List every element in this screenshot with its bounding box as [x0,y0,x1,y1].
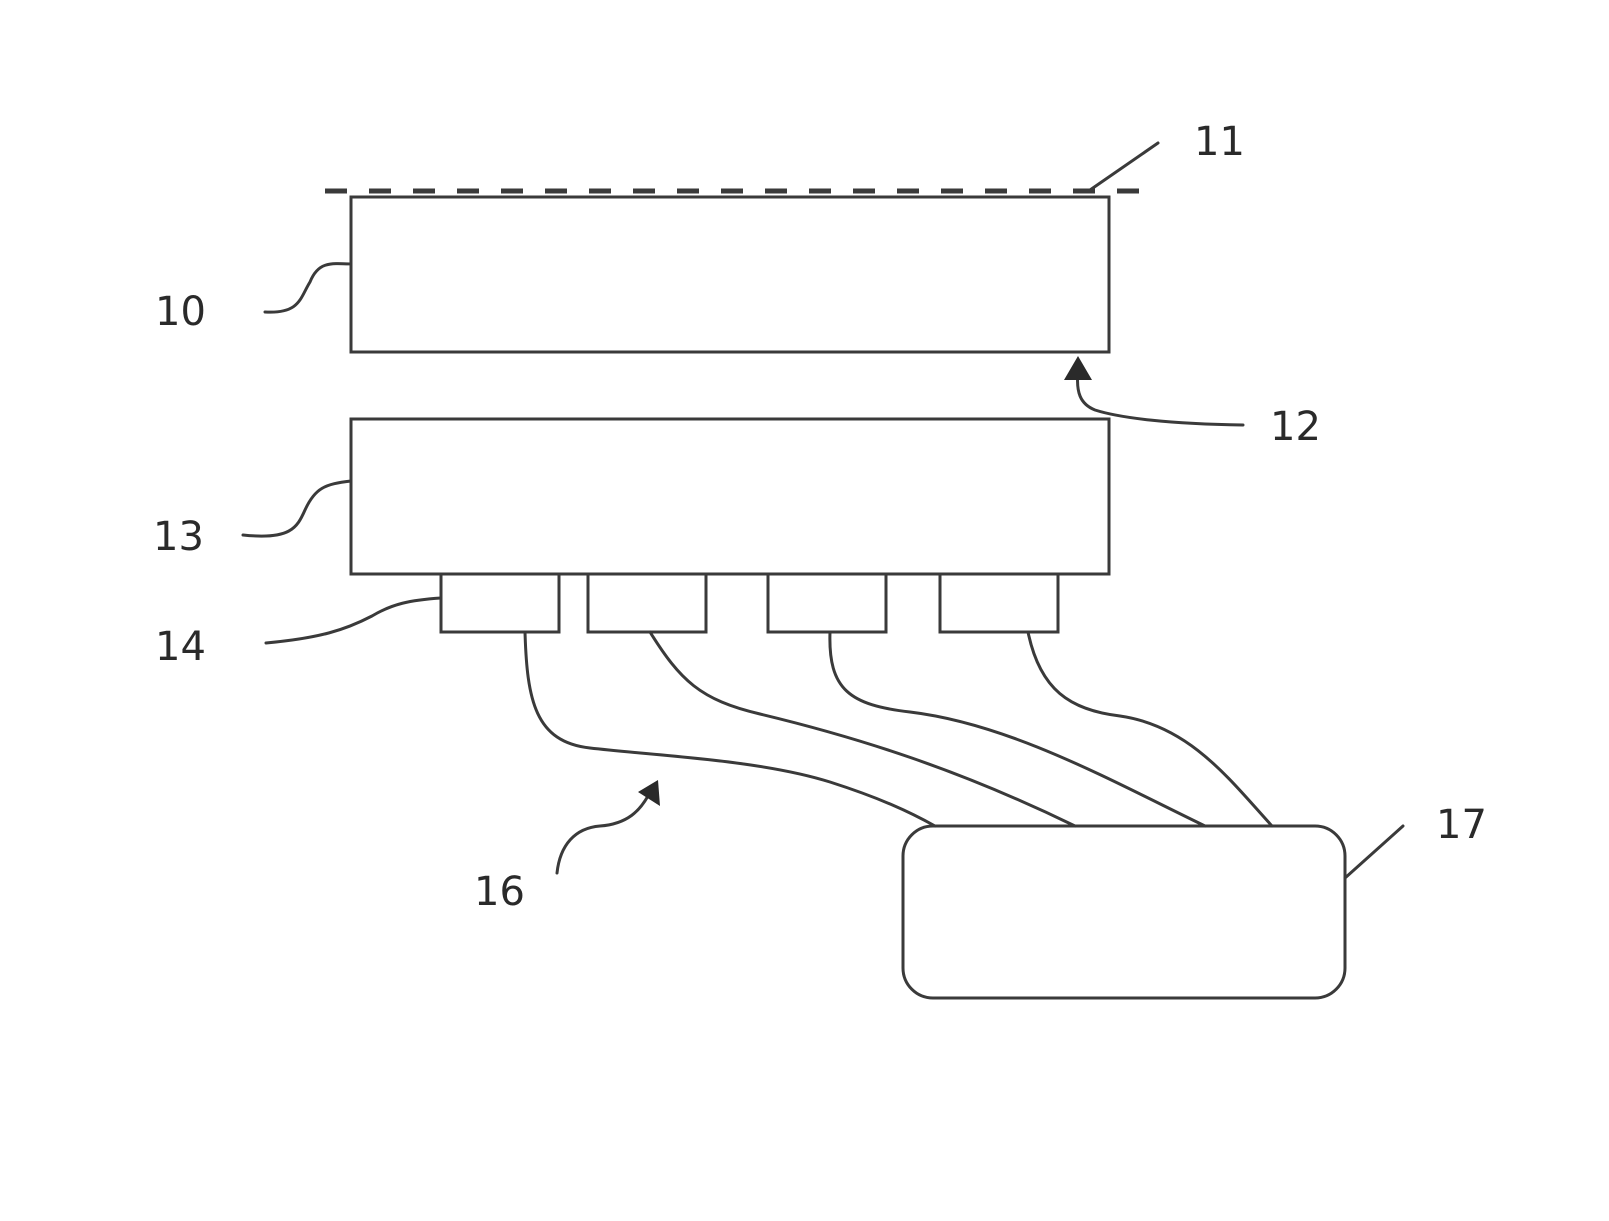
label-13: 13 [153,514,204,560]
label-12: 12 [1270,404,1321,450]
cable-16-1 [525,632,935,826]
cable-16-3 [830,632,1205,826]
leader-11 [1090,143,1158,190]
leader-14 [266,598,441,643]
label-11: 11 [1194,119,1245,165]
cable-16-4 [1028,632,1272,826]
block-13 [351,419,1109,574]
cable-16-2 [650,632,1075,826]
leader-17 [1345,826,1403,878]
label-14: 14 [155,624,206,670]
block-10 [351,197,1109,352]
block-17 [903,826,1345,998]
leader-12 [1078,372,1243,425]
arrowhead-12 [1064,356,1092,380]
element-14-2 [588,574,706,632]
element-14-1 [441,574,559,632]
leader-16 [557,796,648,873]
label-16: 16 [474,869,525,915]
element-14-4 [940,574,1058,632]
arrowhead-16 [638,780,660,806]
label-10: 10 [155,289,206,335]
leader-10 [265,264,351,313]
label-17: 17 [1436,802,1487,848]
leader-13 [243,481,351,536]
element-14-3 [768,574,886,632]
